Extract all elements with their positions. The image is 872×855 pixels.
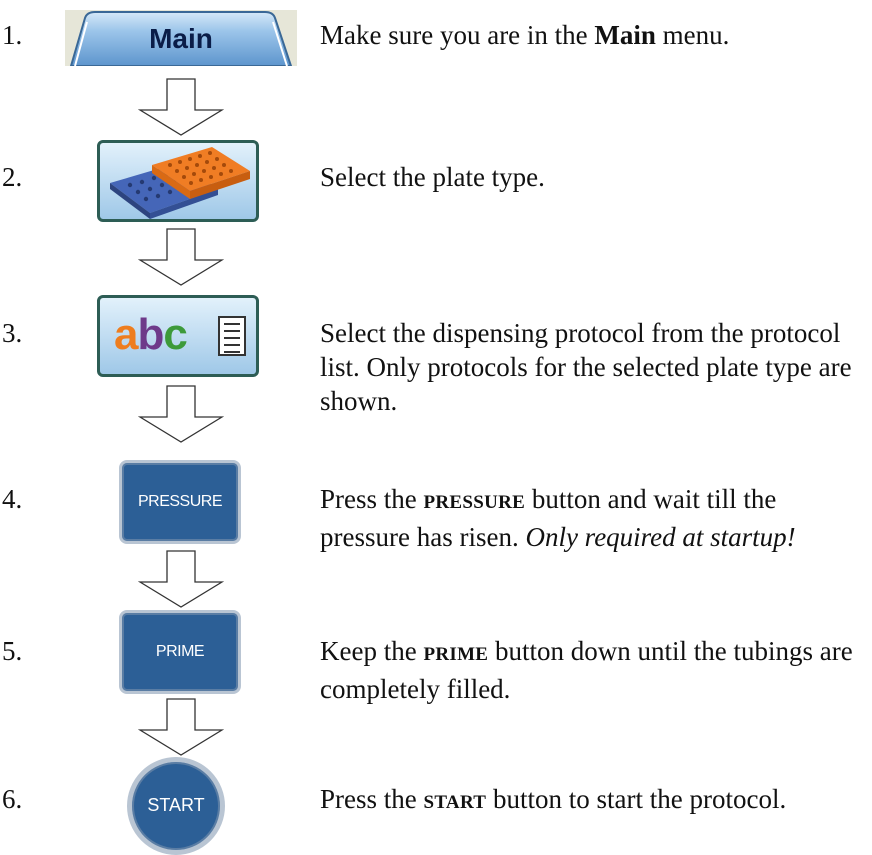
step-number-1: 1. xyxy=(2,20,23,50)
main-tab-shape xyxy=(65,10,297,67)
document-list-icon xyxy=(218,316,246,356)
step-number-3: 3. xyxy=(2,318,23,348)
s4-text-pre: Press the xyxy=(320,484,424,514)
s5-text-bold: PRIME xyxy=(423,644,489,665)
pressure-button[interactable]: PRESSURE xyxy=(119,460,241,544)
step-5-description: Keep the PRIME button down until the tub… xyxy=(320,634,860,706)
step-3-description: Select the dispensing protocol from the … xyxy=(320,318,852,416)
s5-text-pre: Keep the xyxy=(320,636,424,666)
down-arrow-icon xyxy=(138,228,224,286)
step-1-description: Make sure you are in the Main menu. xyxy=(320,18,865,52)
s1-text-post: menu. xyxy=(655,20,730,50)
main-tab-label: Main xyxy=(149,23,213,54)
down-arrow-icon xyxy=(138,698,224,756)
protocol-list-button[interactable]: abc xyxy=(97,295,259,377)
s4-text-italic: Only required at startup! xyxy=(525,522,796,552)
abc-icon: abc xyxy=(114,310,188,359)
step-number-2: 2. xyxy=(2,162,23,192)
start-button[interactable]: START xyxy=(127,757,225,855)
s6-text-pre: Press the xyxy=(320,784,424,814)
plate-type-icon xyxy=(110,147,250,219)
down-arrow-icon xyxy=(138,550,224,608)
s5-text-post: button down until the tubings are comple… xyxy=(320,636,853,704)
step-6-description: Press the START button to start the prot… xyxy=(320,782,865,820)
step-number-4: 4. xyxy=(2,484,23,514)
start-button-label: START xyxy=(147,795,205,815)
s4-text-mid: button and wait till the pressure has ri… xyxy=(320,484,777,552)
prime-button-label: PRIME xyxy=(155,643,205,660)
step-number-5: 5. xyxy=(2,636,23,666)
s6-text-bold: START xyxy=(423,792,487,813)
prime-button[interactable]: PRIME xyxy=(119,610,241,694)
start-button-circle xyxy=(127,757,225,855)
s4-text-bold: PRESSURE xyxy=(423,492,526,513)
down-arrow-icon xyxy=(138,78,224,136)
s1-text-pre: Make sure you are in the xyxy=(320,20,595,50)
step-2-description: Select the plate type. xyxy=(320,162,545,192)
step-number-6: 6. xyxy=(2,784,23,814)
pressure-button-label: PRESSURE xyxy=(137,493,223,510)
down-arrow-icon xyxy=(138,385,224,443)
s1-text-bold: Main xyxy=(594,20,656,50)
plate-type-button[interactable] xyxy=(97,140,259,222)
s6-text-post: button to start the protocol. xyxy=(486,784,787,814)
step-4-description: Press the PRESSURE button and wait till … xyxy=(320,482,860,554)
main-tab[interactable]: Main xyxy=(65,10,297,67)
